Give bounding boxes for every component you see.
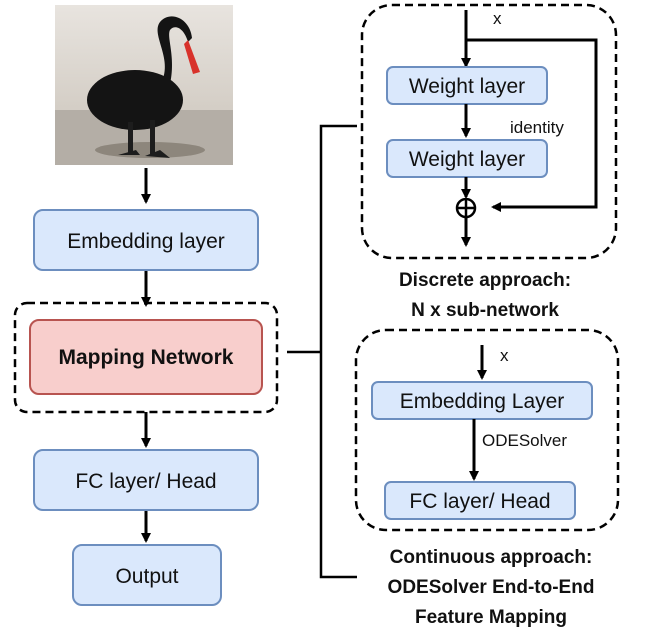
discrete-approach-container <box>360 3 618 260</box>
weight-layer-1-label: Weight layer <box>409 75 525 98</box>
discrete-caption-line1: Discrete approach: <box>399 270 571 291</box>
continuous-caption-line1: Continuous approach: <box>390 547 593 568</box>
discrete-input-x: x <box>493 9 502 28</box>
continuous-fc-head-box: FC layer/ Head <box>384 481 576 520</box>
embedding-layer-label: Embedding layer <box>67 230 225 253</box>
black-swan-photo <box>55 5 233 165</box>
discrete-caption-line2: N x sub-network <box>411 300 559 321</box>
continuous-caption-line2: ODESolver End-to-End <box>388 577 595 598</box>
weight-layer-2-box: Weight layer <box>386 139 548 178</box>
connector-bracket <box>319 124 357 579</box>
output-box: Output <box>72 544 222 606</box>
continuous-approach-container <box>354 328 620 532</box>
identity-label: identity <box>510 118 564 137</box>
mapping-network-box: Mapping Network <box>29 319 263 395</box>
output-label: Output <box>115 565 178 588</box>
continuous-fc-head-label: FC layer/ Head <box>409 490 550 513</box>
embedding-layer-box: Embedding layer <box>33 209 259 271</box>
fc-head-label: FC layer/ Head <box>75 470 216 493</box>
weight-layer-1-box: Weight layer <box>386 66 548 105</box>
sum-node <box>455 197 477 219</box>
weight-layer-2-label: Weight layer <box>409 148 525 171</box>
identity-skip-arrow <box>466 38 598 212</box>
continuous-embedding-box: Embedding Layer <box>371 381 593 420</box>
mapping-network-label: Mapping Network <box>58 346 233 369</box>
continuous-input-x: x <box>500 346 509 365</box>
fc-head-box: FC layer/ Head <box>33 449 259 511</box>
odesolver-label: ODESolver <box>482 431 567 450</box>
continuous-caption-line3: Feature Mapping <box>415 607 567 628</box>
mapping-network-container <box>13 301 279 414</box>
continuous-embedding-label: Embedding Layer <box>400 390 565 413</box>
